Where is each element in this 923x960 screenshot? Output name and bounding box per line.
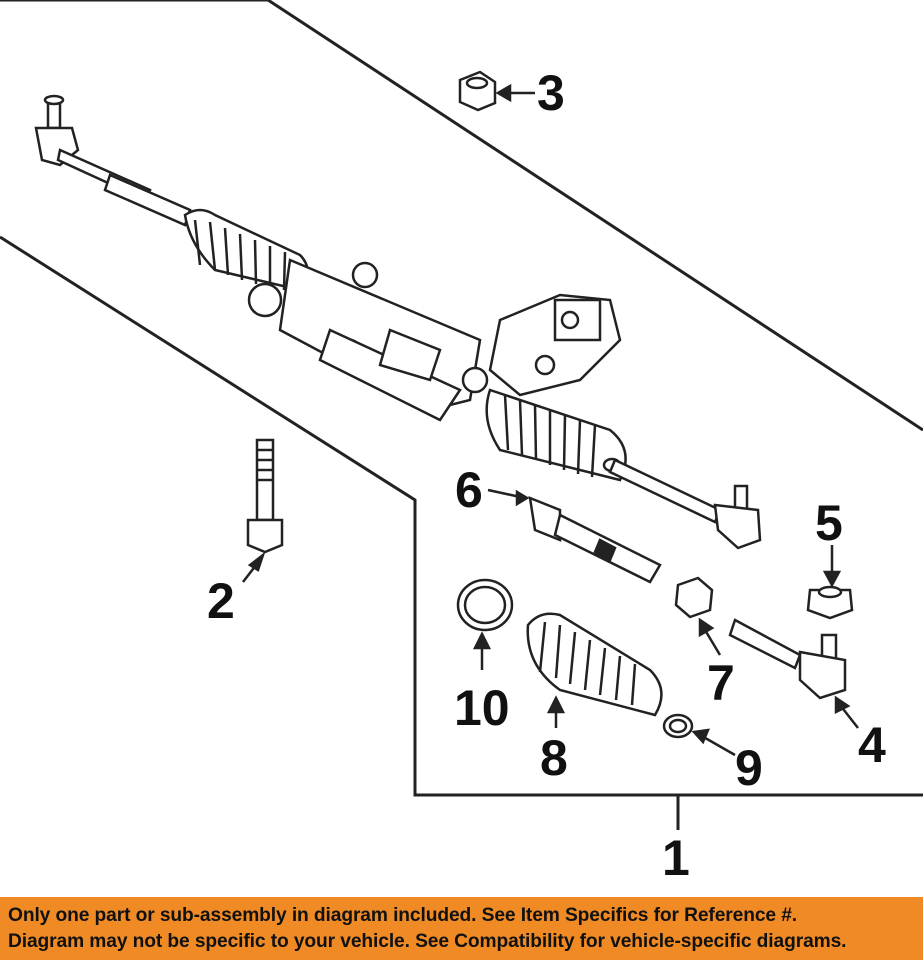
steering-rack-diagram: 1 2 3 4 5 6 7 8 9 10 [0, 0, 923, 886]
left-bellows [103, 173, 309, 292]
callout-7: 7 [707, 655, 735, 711]
callout-5: 5 [815, 495, 843, 551]
part-8-boot [526, 612, 663, 728]
disclaimer-line-2: Diagram may not be specific to your vehi… [8, 931, 847, 952]
callout-9: 9 [735, 740, 763, 796]
part-6-inner-tie-rod [487, 488, 662, 584]
disclaimer-banner: Only one part or sub-assembly in diagram… [0, 897, 923, 960]
valve-body [461, 293, 622, 397]
right-tie-rod-assembled [608, 458, 762, 550]
part-2-bolt [242, 438, 284, 583]
part-9-small-clamp [662, 713, 736, 757]
part-3-nut [458, 70, 535, 112]
callout-10: 10 [454, 680, 510, 736]
callout-4: 4 [858, 717, 886, 773]
part-7-nut [674, 576, 722, 656]
assembly-outline [0, 235, 923, 797]
callout-2: 2 [207, 573, 235, 629]
callout-3: 3 [537, 65, 565, 121]
part-5-lock-nut [806, 545, 854, 620]
callout-1: 1 [662, 830, 690, 886]
part-4-outer-tie-rod-end [728, 618, 859, 729]
callout-6: 6 [455, 462, 483, 518]
right-bellows [485, 388, 627, 482]
callout-8: 8 [540, 730, 568, 786]
disclaimer-line-1: Only one part or sub-assembly in diagram… [8, 905, 797, 926]
part-10-clamp [456, 578, 514, 670]
assembly-outline-top [0, 0, 923, 432]
rack-housing [247, 258, 482, 422]
